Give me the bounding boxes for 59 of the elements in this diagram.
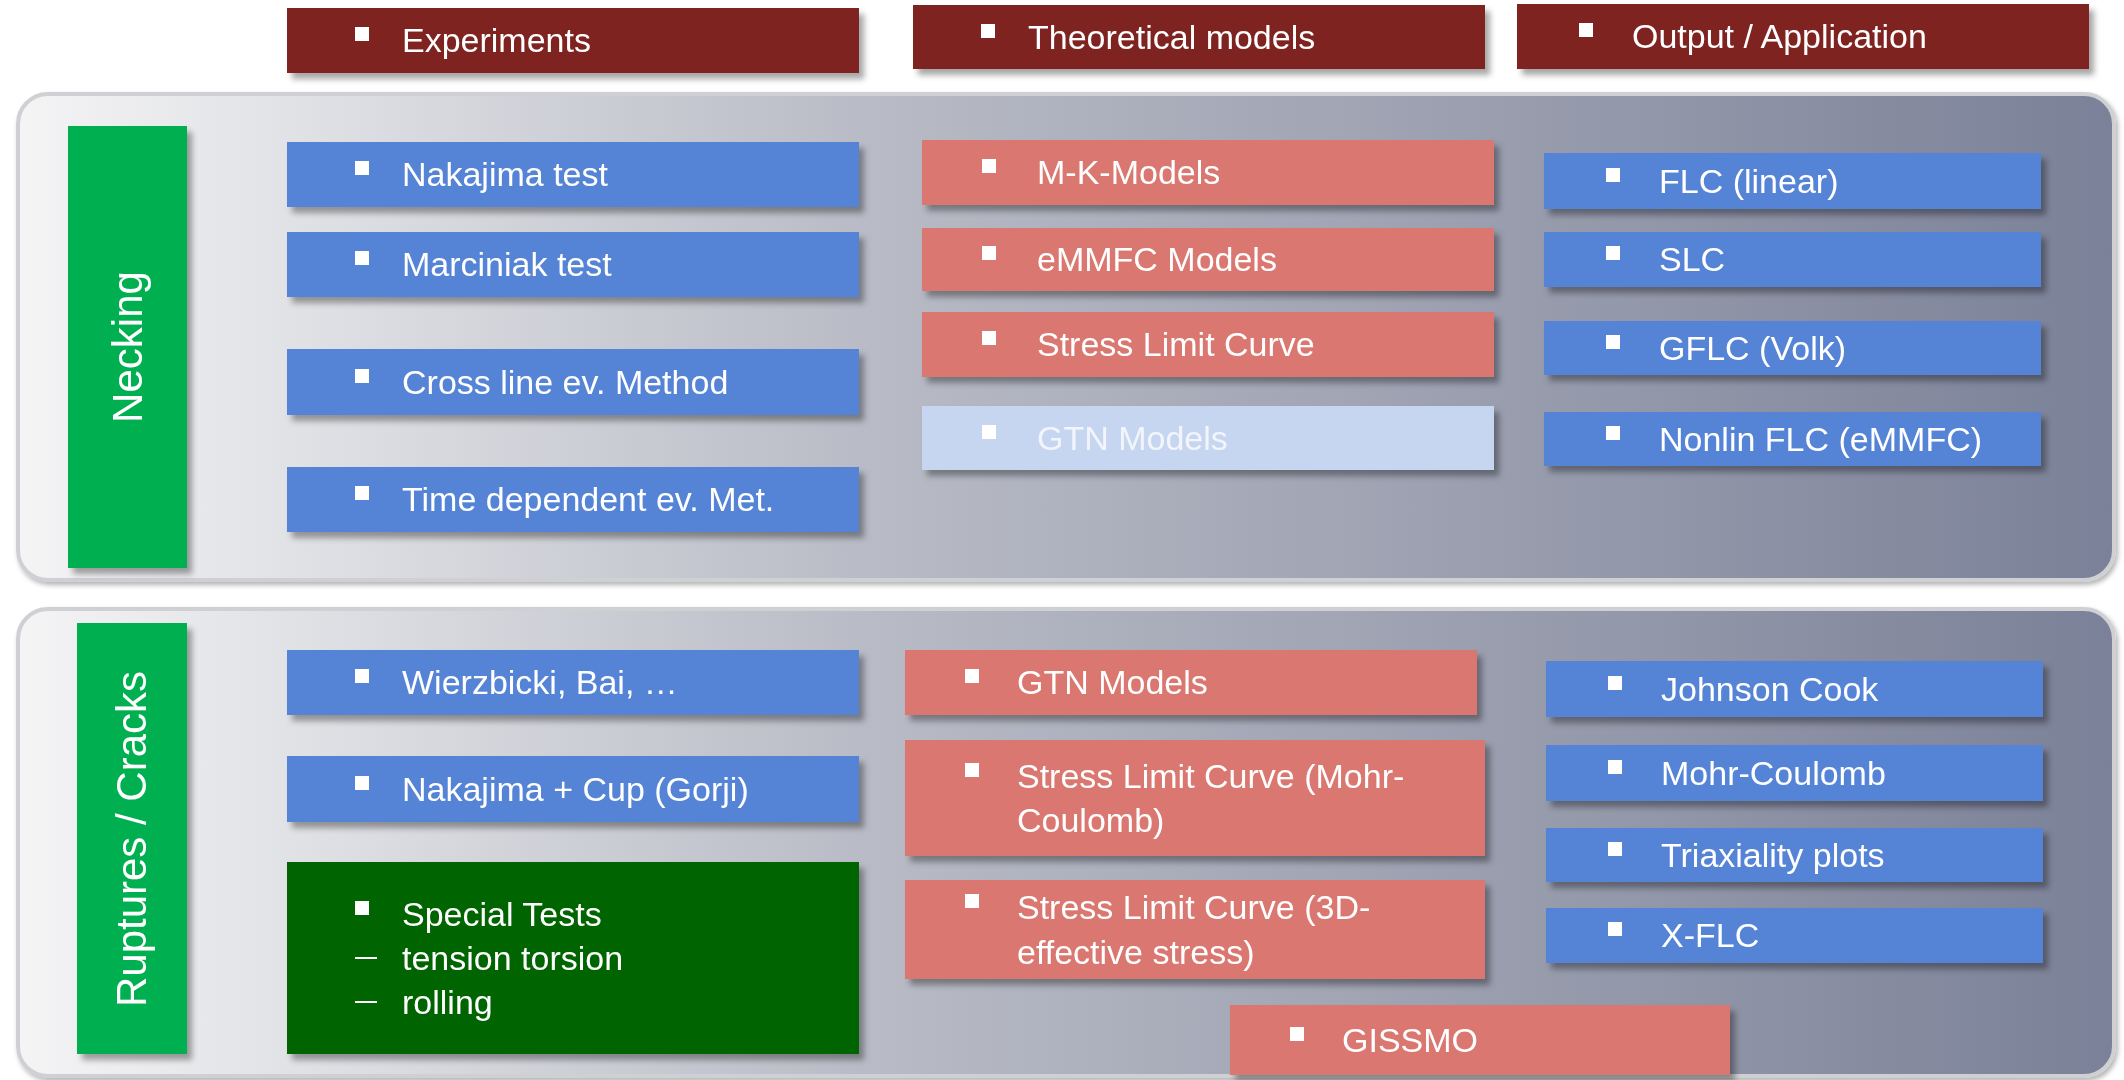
category-label: Necking: [103, 271, 152, 423]
list-item-box: [1546, 661, 2043, 717]
list-item-box: [1544, 412, 2041, 466]
list-item-box: [922, 228, 1494, 291]
item-text: rolling: [402, 983, 493, 1022]
item-text: X-FLC: [1661, 916, 1760, 955]
list-item-box: [1544, 153, 2041, 209]
item-text: FLC (linear): [1659, 161, 1839, 200]
item-text: Triaxiality plots: [1661, 835, 1885, 874]
list-item-box: [287, 650, 859, 715]
list-item-box: [905, 740, 1485, 856]
column-header-box: [1517, 4, 2089, 69]
item-text: Wierzbicki, Bai, …: [402, 663, 678, 702]
list-item-box: [287, 467, 859, 532]
item-text: M-K-Models: [1037, 153, 1221, 192]
item-text: GISSMO: [1342, 1020, 1479, 1059]
item-text: Nakajima test: [402, 155, 608, 194]
item-text: Nonlin FLC (eMMFC): [1659, 419, 1983, 458]
column-header-box: [287, 8, 859, 73]
list-item-box: [1546, 908, 2043, 963]
panel-background: [16, 92, 2116, 582]
category-label-box: [68, 126, 187, 568]
item-text: Stress Limit Curve (Mohr-Coulomb): [1017, 756, 1405, 839]
item-text: Cross line ev. Method: [402, 362, 729, 401]
item-text: Theoretical models: [1028, 17, 1316, 56]
list-item-box: [287, 349, 859, 415]
item-text: tension torsion: [402, 938, 624, 977]
item-text: SLC: [1659, 240, 1726, 279]
item-text: GTN Models: [1017, 663, 1208, 702]
panel-background: [16, 607, 2116, 1078]
category-label: Ruptures / Cracks: [108, 670, 156, 1007]
list-item-box: [1230, 1005, 1730, 1075]
item-text: Nakajima + Cup (Gorji): [402, 769, 749, 808]
list-item-box: [1544, 321, 2041, 375]
item-text: Stress Limit Curve: [1037, 325, 1315, 364]
item-text: Johnson Cook: [1661, 669, 1879, 708]
list-item-box: [287, 862, 859, 1054]
list-item-box: [287, 142, 859, 207]
list-item-box: [287, 756, 859, 822]
list-item-box: [922, 406, 1494, 470]
item-text: Experiments: [402, 21, 591, 60]
list-item-box: [922, 312, 1494, 377]
item-text: Marciniak test: [402, 245, 612, 284]
item-text: eMMFC Models: [1037, 240, 1277, 279]
list-item-box: [1546, 828, 2043, 882]
list-item-box: [1544, 232, 2041, 287]
item-text: Output / Application: [1632, 17, 1927, 56]
list-item-box: [287, 232, 859, 297]
item-text: GFLC (Volk): [1659, 328, 1847, 367]
item-text: Mohr-Coulomb: [1661, 753, 1886, 792]
list-item-box: [905, 880, 1485, 979]
list-item-box: [1546, 745, 2043, 801]
list-item-box: [922, 140, 1494, 205]
list-item-box: [905, 650, 1477, 715]
item-text: Special Tests: [402, 894, 602, 933]
item-text: Stress Limit Curve (3D-effective stress): [1017, 888, 1371, 971]
category-label-box: [77, 623, 187, 1054]
item-text: Time dependent ev. Met.: [402, 480, 775, 519]
column-header-box: [913, 5, 1485, 69]
